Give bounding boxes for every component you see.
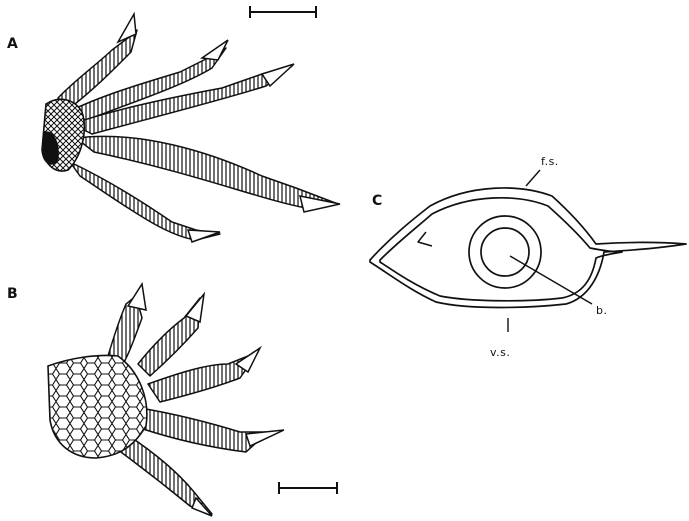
bone-c-inner — [481, 228, 529, 276]
leader-b — [510, 256, 592, 304]
section-c-inner — [380, 198, 622, 301]
annotation-b: b. — [596, 304, 607, 317]
bone-c-outer — [469, 216, 541, 288]
scale-bar-a — [250, 6, 316, 18]
annotation-fs: f.s. — [541, 155, 559, 168]
sole-scales-b — [48, 355, 147, 458]
leader-fs — [526, 170, 540, 186]
bone-c — [469, 216, 541, 288]
digit-b-4 — [140, 408, 268, 452]
scale-bar-b — [279, 482, 337, 494]
panel-label-b: B — [7, 286, 18, 302]
panel-label-a: A — [7, 36, 18, 52]
foot-a — [58, 30, 338, 240]
claws-b — [128, 284, 284, 516]
annotation-vs: v.s. — [490, 346, 510, 359]
panel-label-c: C — [372, 193, 382, 209]
